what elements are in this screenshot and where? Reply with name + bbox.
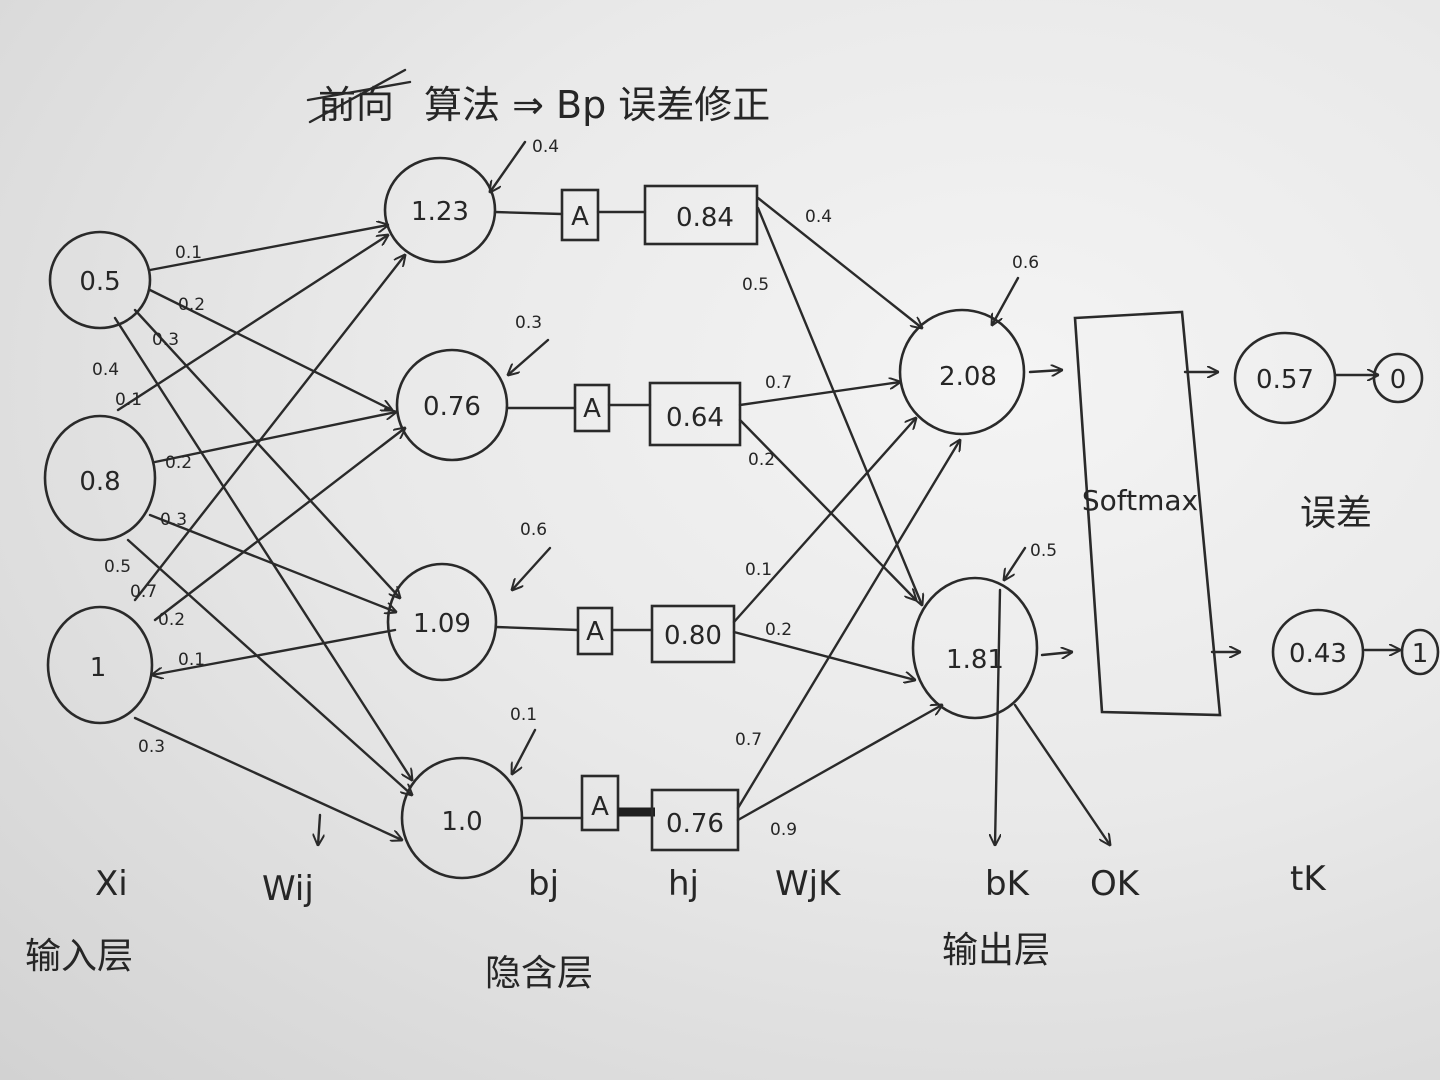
activation-box: [580, 774, 620, 832]
wij-arrow: [318, 813, 320, 845]
weight-label: 0.2: [158, 610, 185, 630]
weight-label: 0.4: [805, 207, 832, 227]
hidden-output-box: [648, 381, 742, 447]
input-node: [43, 414, 157, 542]
hidden-bias: 0.1: [510, 705, 537, 725]
softmax-label: Softmax: [1082, 484, 1198, 517]
symbol-tk: tK: [1290, 859, 1327, 899]
hidden-value: 1.23: [411, 197, 469, 227]
symbol-hj: hj: [668, 864, 699, 904]
hidden-node: [386, 562, 498, 682]
hidden-output: 0.64: [666, 403, 724, 433]
input-weight-lines: [113, 225, 412, 840]
probability-node: [1271, 608, 1365, 696]
hidden-node: [383, 156, 497, 264]
probability-node: [1233, 331, 1337, 425]
weight-label: 0.3: [152, 330, 179, 350]
weight-label: 0.2: [748, 450, 775, 470]
output-node: [898, 308, 1026, 436]
activation-label: A: [591, 792, 609, 822]
hidden-value: 0.76: [423, 392, 481, 422]
symbol-ok: OK: [1090, 864, 1141, 904]
hidden-bias: 0.4: [532, 137, 559, 157]
input-weight-labels: 0.1 0.2 0.3 0.4 0.1 0.2 0.3 0.5 0.7 0.2 …: [92, 243, 205, 757]
softmax-box: [1073, 310, 1222, 717]
symbol-row: Xi Wij bj hj WjK bK OK tK: [95, 859, 1327, 909]
probability-value: 0.57: [1256, 365, 1314, 395]
weight-label: 0.1: [178, 650, 205, 670]
weight-label: 0.2: [178, 295, 205, 315]
weight-label: 0.7: [735, 730, 762, 750]
hidden-bias: 0.6: [520, 520, 547, 540]
weight-label: 0.3: [160, 510, 187, 530]
hidden-output: 0.84: [676, 203, 734, 233]
title-text: 算法 ⇒ Bp 误差修正: [424, 83, 770, 127]
target-node: [1400, 628, 1440, 676]
weight-label: 0.7: [765, 373, 792, 393]
weight-label: 0.1: [115, 390, 142, 410]
input-node: [48, 230, 152, 330]
activation-label: A: [583, 394, 601, 424]
output-bias: 0.5: [1030, 541, 1057, 561]
weight-label: 0.9: [770, 820, 797, 840]
title-struck-text: 前向: [318, 83, 394, 127]
weight-label: 0.1: [175, 243, 202, 263]
input-value: 0.5: [79, 267, 120, 297]
hidden-layer-label: 隐含层: [485, 953, 593, 994]
input-layer-nodes: 0.5 0.8 1: [43, 230, 157, 725]
strike-line-1: [306, 80, 412, 102]
symbol-bj: bj: [528, 864, 559, 904]
output-weight-labels: 0.4 0.5 0.7 0.2 0.1 0.2 0.7 0.9: [735, 207, 832, 840]
hidden-layer: 1.23 0.4 A 0.84 0.76 0.3 A 0.64 1.09 0.6…: [383, 137, 759, 880]
strike-line-2: [308, 68, 407, 124]
weight-label: 0.2: [165, 453, 192, 473]
output-weight-lines: [732, 196, 960, 822]
probability-value: 0.43: [1289, 639, 1347, 669]
hidden-value: 1.09: [413, 609, 471, 639]
hidden-node: [395, 348, 509, 462]
weight-label: 0.2: [765, 620, 792, 640]
weight-label: 0.5: [742, 275, 769, 295]
input-value: 1: [90, 653, 107, 683]
weight-label: 0.1: [745, 560, 772, 580]
output-bias: 0.6: [1012, 253, 1039, 273]
hidden-bias: 0.3: [515, 313, 542, 333]
diagram-title: 前向 算法 ⇒ Bp 误差修正: [306, 68, 770, 127]
hidden-output: 0.80: [664, 621, 722, 651]
weight-label: 0.5: [104, 557, 131, 577]
activation-box: [573, 383, 611, 433]
activation-box: [560, 188, 600, 242]
symbol-wij: Wij: [262, 869, 314, 909]
weight-label: 0.3: [138, 737, 165, 757]
output-value: 1.81: [946, 645, 1004, 675]
softmax-block: Softmax: [1073, 310, 1242, 717]
weight-label: 0.4: [92, 360, 119, 380]
input-value: 0.8: [79, 467, 120, 497]
hidden-output-box: [643, 184, 759, 246]
hidden-value: 1.0: [441, 807, 482, 837]
activation-label: A: [571, 202, 589, 232]
weight-label: 0.7: [130, 582, 157, 602]
target-value: 1: [1412, 639, 1429, 669]
target-node: [1372, 352, 1424, 404]
layer-names: 输入层 隐含层 输出层: [25, 930, 1050, 994]
target-value: 0: [1390, 365, 1407, 395]
hidden-output: 0.76: [666, 809, 724, 839]
probability-outputs: 0.57 0 0.43 1 误差: [1233, 331, 1440, 696]
error-label: 误差: [1300, 493, 1372, 534]
activation-label: A: [586, 617, 604, 647]
input-node: [46, 605, 154, 725]
hidden-output-box: [650, 604, 736, 664]
output-layer-nodes: 2.08 0.6 1.81 0.5: [898, 253, 1110, 845]
input-layer-label: 输入层: [25, 936, 133, 977]
symbol-xi: Xi: [95, 864, 128, 904]
symbol-bk: bK: [985, 864, 1031, 904]
output-value: 2.08: [939, 362, 997, 392]
output-node: [911, 576, 1039, 720]
symbol-wjk: WjK: [775, 864, 842, 904]
output-layer-label: 输出层: [942, 930, 1050, 971]
